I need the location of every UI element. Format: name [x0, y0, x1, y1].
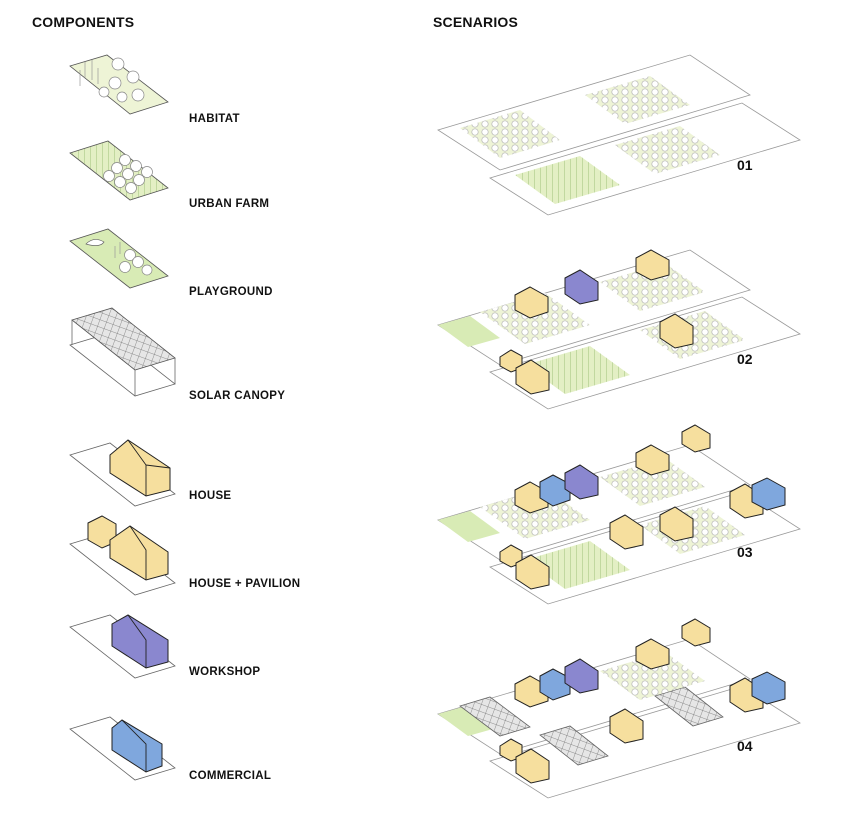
commercial-icon	[69, 716, 176, 781]
playground-icon	[69, 228, 169, 289]
urban-farm-icon	[69, 140, 169, 201]
label-urban-farm: URBAN FARM	[189, 198, 270, 210]
house-icon	[69, 439, 176, 507]
label-solar-canopy: SOLAR CANOPY	[189, 390, 286, 402]
components-heading: COMPONENTS	[32, 14, 135, 30]
scenarios-heading: SCENARIOS	[433, 14, 519, 30]
label-house-pavilion: HOUSE + PAVILION	[189, 578, 301, 590]
scenario-01-diagram	[437, 54, 801, 216]
scenario-number-01: 01	[737, 157, 753, 173]
scenario-03-diagram	[437, 424, 801, 605]
scenario-number-04: 04	[737, 738, 753, 754]
label-habitat: HABITAT	[189, 113, 240, 125]
label-playground: PLAYGROUND	[189, 286, 273, 298]
label-house: HOUSE	[189, 490, 232, 502]
scenario-number-03: 03	[737, 544, 753, 560]
house-pavilion-icon	[69, 515, 176, 596]
label-workshop: WORKSHOP	[189, 666, 261, 678]
scenario-04-diagram	[437, 618, 801, 799]
scenario-02-diagram	[437, 249, 801, 410]
solar-canopy-icon	[69, 307, 176, 397]
workshop-icon	[69, 614, 176, 679]
habitat-icon	[69, 54, 169, 115]
label-commercial: COMMERCIAL	[189, 770, 272, 782]
scenario-number-02: 02	[737, 351, 753, 367]
